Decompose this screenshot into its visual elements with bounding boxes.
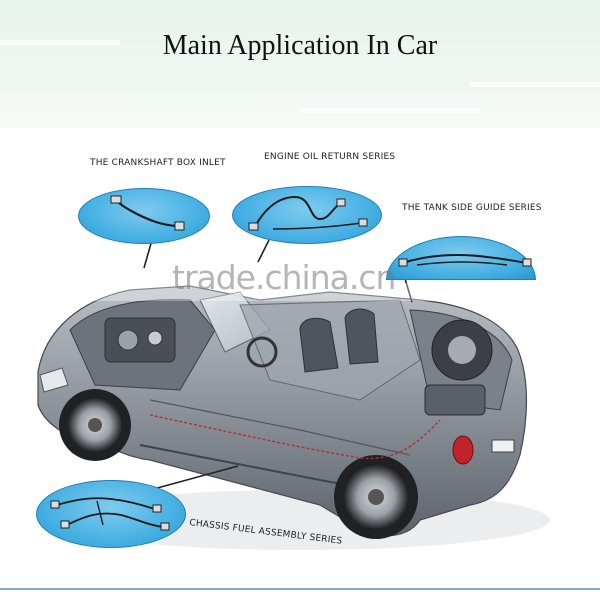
oil-return-label: ENGINE OIL RETURN SERIES [264,152,396,162]
watermark: trade.china.cn [172,258,396,297]
seat [299,317,339,373]
fuel-tank [424,384,486,416]
engine-part [147,330,163,346]
crankshaft-hose-icon [110,195,185,231]
chassis-hose-icon [50,497,170,531]
header-band [0,0,600,128]
oil-return-hose-icon [248,195,368,231]
watermark-band [85,283,515,301]
crankshaft-label: THE CRANKSHAFT BOX INLET [90,158,226,168]
steering-wheel [246,336,278,368]
header-stripe [0,40,120,45]
footer-line [0,588,600,590]
header-stripe [300,108,480,113]
headlight [39,367,69,393]
engine-part [117,329,139,351]
chassis-callout [36,480,186,548]
tank-side-callout [386,236,536,280]
oil-return-callout [232,186,382,244]
fuel-line [149,414,441,460]
leader-line [143,239,153,269]
leader-line [257,239,270,263]
engine-block [104,317,176,363]
tank-side-label: THE TANK SIDE GUIDE SERIES [402,203,542,213]
leader-line [149,465,239,491]
license-plate [491,439,515,453]
header-stripe [470,82,600,87]
page-title: Main Application In Car [162,30,438,61]
rear-wheel-hub [368,489,384,505]
tail-light [452,435,474,465]
car-door-line [149,399,411,456]
tank-side-hose-icon [398,254,532,267]
crankshaft-callout [78,188,210,244]
seat [344,308,379,365]
front-wheel-hub [88,418,102,432]
spare-wheel-hub [448,336,476,364]
